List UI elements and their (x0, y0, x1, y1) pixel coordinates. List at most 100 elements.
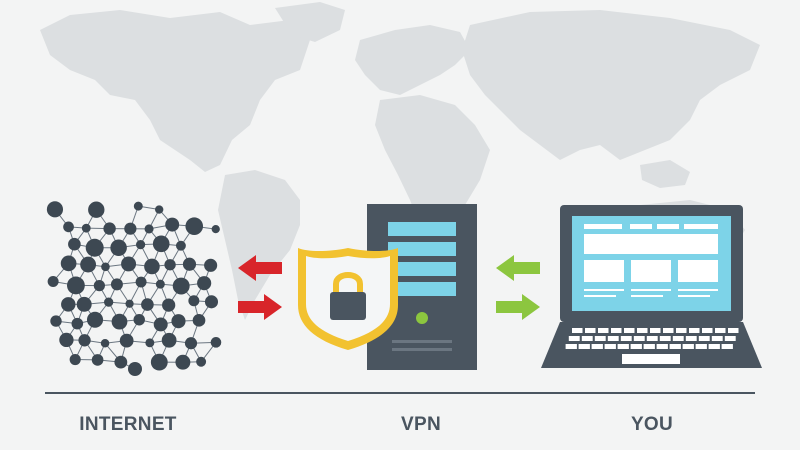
screen-nav-1 (630, 224, 652, 229)
africa-shape (375, 95, 490, 240)
mesh-node (69, 353, 81, 366)
green-exchange-arrows-icon (496, 255, 540, 320)
mesh-node (63, 221, 74, 233)
baseline-divider (45, 392, 755, 394)
mesh-node (85, 238, 104, 257)
mesh-node (154, 205, 164, 214)
mesh-node (124, 222, 137, 235)
lock-body (330, 292, 366, 320)
keyboard-key (568, 336, 580, 341)
mesh-node (141, 298, 154, 311)
mesh-node (145, 338, 155, 348)
keyboard-key (708, 344, 720, 349)
mesh-node (197, 276, 212, 291)
asia-shape (462, 10, 760, 160)
screen-line-3 (678, 289, 718, 291)
mesh-node (78, 334, 91, 347)
mesh-node (184, 337, 198, 350)
mesh-node (59, 332, 74, 348)
server-vent-2 (392, 348, 452, 351)
mesh-node (144, 224, 154, 234)
mesh-node (204, 258, 218, 272)
internet-mesh-icon (46, 201, 222, 376)
keyboard-key (598, 328, 609, 333)
mesh-node (144, 258, 160, 275)
server-led (416, 312, 428, 324)
mesh-node (119, 333, 134, 348)
mesh-node (88, 201, 105, 218)
screen-line-1 (584, 289, 624, 291)
mesh-node (60, 255, 77, 272)
laptop-touchpad (622, 354, 680, 364)
green-arrow-left (496, 255, 540, 281)
mesh-node (121, 256, 137, 272)
keyboard-key (698, 336, 710, 341)
shield-lock-icon (298, 248, 398, 350)
mesh-node (188, 295, 200, 307)
mesh-node (114, 355, 128, 369)
mesh-node (80, 256, 97, 273)
mesh-node (104, 297, 114, 307)
mesh-node (152, 235, 170, 253)
mesh-node (210, 337, 222, 348)
keyboard-key (682, 344, 694, 349)
keyboard-key (646, 336, 658, 341)
keyboard-key (643, 344, 655, 349)
mesh-node (192, 313, 206, 327)
keyboard-key (585, 328, 596, 333)
mesh-node (91, 354, 104, 366)
mesh-node (128, 362, 142, 376)
keyboard-key (728, 328, 739, 333)
mesh-node (110, 278, 123, 291)
mesh-node (211, 225, 220, 234)
mesh-node (171, 314, 186, 329)
europe-shape (355, 25, 470, 95)
keyboard-key (594, 336, 606, 341)
server-slot-1 (388, 222, 456, 236)
green-arrow-right (496, 294, 540, 320)
north-america-shape (40, 10, 310, 172)
mesh-node (172, 277, 190, 295)
mesh-node (196, 356, 207, 367)
server-slot-2 (388, 242, 456, 256)
screen-nav-3 (684, 224, 718, 229)
screen-card-3 (678, 260, 718, 282)
keyboard-key (676, 328, 687, 333)
keyboard-key (633, 336, 645, 341)
laptop-keyboard (565, 328, 739, 349)
keyboard-key (630, 344, 642, 349)
laptop-icon (541, 205, 762, 368)
mesh-node (185, 217, 204, 235)
mesh-node (155, 279, 165, 289)
mesh-node (50, 315, 62, 327)
server-slot-4 (388, 282, 456, 296)
screen-card-1 (584, 260, 624, 282)
label-you: YOU (630, 414, 674, 435)
mesh-node (66, 276, 85, 295)
label-vpn: VPN (401, 414, 441, 435)
mesh-node (101, 262, 110, 272)
mesh-node (175, 240, 186, 251)
keyboard-key (591, 344, 603, 349)
mesh-node (161, 332, 177, 348)
mesh-node (71, 317, 84, 330)
mesh-node (110, 239, 127, 257)
keyboard-key (650, 328, 661, 333)
mesh-node (182, 257, 197, 271)
mesh-node (86, 311, 104, 328)
screen-card-2 (631, 260, 671, 282)
screen-header (584, 224, 622, 229)
keyboard-key (695, 344, 707, 349)
mesh-node (93, 280, 105, 292)
screen-banner (584, 234, 718, 254)
mesh-node (164, 259, 176, 271)
mesh-node (153, 317, 168, 332)
mesh-node (135, 276, 147, 288)
keyboard-key (685, 336, 697, 341)
mesh-node (47, 276, 59, 288)
mesh-node (100, 339, 110, 348)
greenland-shape (275, 2, 345, 42)
southeast-asia-shape (640, 160, 690, 188)
keyboard-key (572, 328, 583, 333)
keyboard-key (724, 336, 736, 341)
